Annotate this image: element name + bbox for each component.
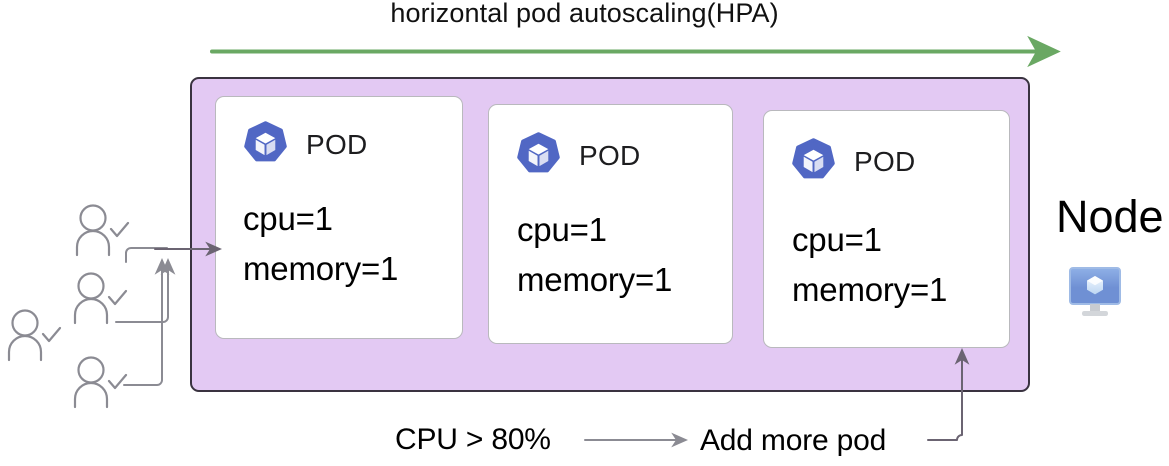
pod-cpu-3: cpu=1: [792, 221, 882, 258]
user-check-icon: [71, 271, 131, 327]
user-check-icon: [5, 308, 65, 364]
pod-resources-2: cpu=1 memory=1: [517, 205, 672, 305]
pod-memory-2: memory=1: [517, 261, 673, 299]
kubernetes-icon: [515, 132, 562, 179]
user-check-icon: [73, 203, 133, 259]
pod-header-1: POD: [242, 121, 368, 168]
pod-header-3: POD: [790, 138, 916, 185]
pod-memory-1: memory=1: [243, 250, 399, 288]
pod-resources-1: cpu=1 memory=1: [243, 194, 398, 294]
pod-header-2: POD: [515, 132, 641, 179]
add-more-pod-label: Add more pod: [700, 424, 887, 457]
pod-cpu-2: cpu=1: [517, 211, 607, 248]
diagram-title: horizontal pod autoscaling(HPA): [390, 0, 779, 28]
cpu-threshold-label: CPU > 80%: [395, 423, 551, 456]
pod-label-2: POD: [579, 139, 641, 171]
kubernetes-icon: [242, 121, 289, 168]
pod-resources-3: cpu=1 memory=1: [792, 215, 947, 315]
pod-label-3: POD: [854, 145, 916, 177]
pod-memory-3: memory=1: [792, 271, 948, 309]
monitor-icon: [1068, 266, 1122, 318]
kubernetes-icon: [790, 138, 837, 185]
pod-cpu-1: cpu=1: [243, 200, 333, 237]
node-label: Node: [1056, 191, 1164, 242]
pod-card-1: POD cpu=1 memory=1: [215, 96, 463, 339]
pod-label-1: POD: [306, 128, 368, 160]
pod-card-3: POD cpu=1 memory=1: [763, 110, 1010, 348]
pod-card-2: POD cpu=1 memory=1: [488, 104, 733, 344]
user-check-icon: [71, 355, 131, 411]
